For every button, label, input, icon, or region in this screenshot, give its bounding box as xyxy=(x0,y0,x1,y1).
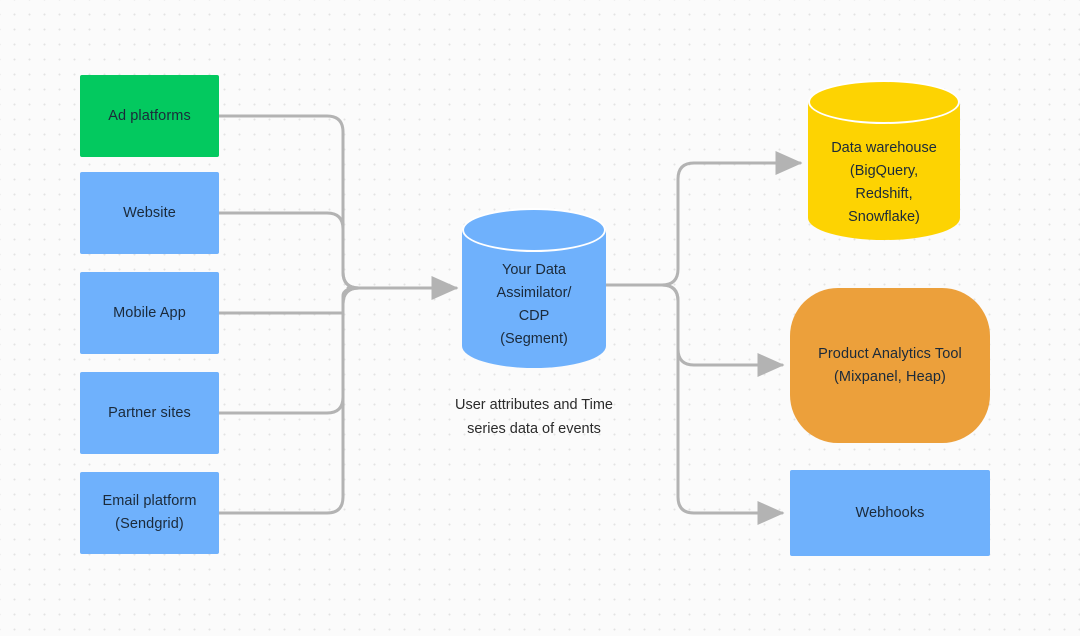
cdp-caption: User attributes and Time series data of … xyxy=(455,397,613,437)
cylinder-body xyxy=(462,230,606,368)
node-webhooks[interactable]: Webhooks xyxy=(790,470,990,556)
node-email-platform[interactable]: Email platform (Sendgrid) xyxy=(80,472,219,554)
node-label: Webhooks xyxy=(855,504,925,521)
node-website[interactable]: Website xyxy=(80,172,219,254)
edge-ad-platforms-to-cdp xyxy=(217,114,361,290)
node-label: Email platform (Sendgrid) xyxy=(102,493,197,532)
edge-cdp-to-webhooks xyxy=(660,283,785,525)
node-cdp[interactable]: Your Data Assimilator/ CDP (Segment) xyxy=(462,208,606,368)
cylinder-top-ellipse xyxy=(462,208,606,252)
node-label: Mobile App xyxy=(113,304,186,321)
edge-mobile-app-to-cdp xyxy=(217,286,361,315)
cylinder-top-ellipse xyxy=(808,80,960,124)
node-label: Product Analytics Tool (Mixpanel, Heap) xyxy=(818,345,962,385)
edge-partner-sites-to-cdp xyxy=(217,286,361,415)
node-label: Your Data Assimilator/ CDP (Segment) xyxy=(496,262,572,347)
edge-email-platform-to-cdp xyxy=(217,286,361,515)
node-ad-platforms[interactable]: Ad platforms xyxy=(80,75,219,157)
node-label: Ad platforms xyxy=(108,107,191,124)
edge-cdp-to-data-warehouse xyxy=(660,151,803,287)
edge-cdp-to-product-analytics xyxy=(660,283,785,377)
node-partner-sites[interactable]: Partner sites xyxy=(80,372,219,454)
cylinder-body xyxy=(808,102,960,240)
node-mobile-app[interactable]: Mobile App xyxy=(80,272,219,354)
node-product-analytics[interactable]: Product Analytics Tool (Mixpanel, Heap) xyxy=(790,288,990,443)
node-label: Website xyxy=(123,204,176,221)
node-label: Data warehouse (BigQuery, Redshift, Snow… xyxy=(831,140,937,225)
node-data-warehouse[interactable]: Data warehouse (BigQuery, Redshift, Snow… xyxy=(808,80,960,240)
node-label: Partner sites xyxy=(108,404,191,421)
edge-website-to-cdp xyxy=(217,211,361,290)
